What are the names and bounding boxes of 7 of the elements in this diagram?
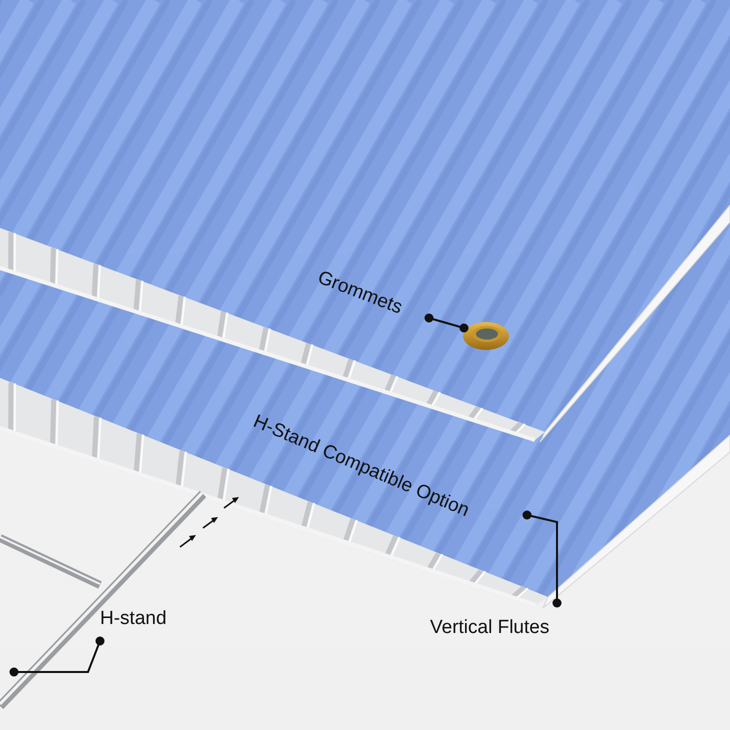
leader-line <box>10 636 104 676</box>
panel-edge-drawing <box>505 434 730 608</box>
stand-rod-drawing <box>0 490 206 710</box>
callout-text: H-stand <box>100 609 167 630</box>
leader-line <box>522 510 562 608</box>
leader-line <box>424 314 468 332</box>
callout-text: Vertical Flutes <box>430 618 550 639</box>
